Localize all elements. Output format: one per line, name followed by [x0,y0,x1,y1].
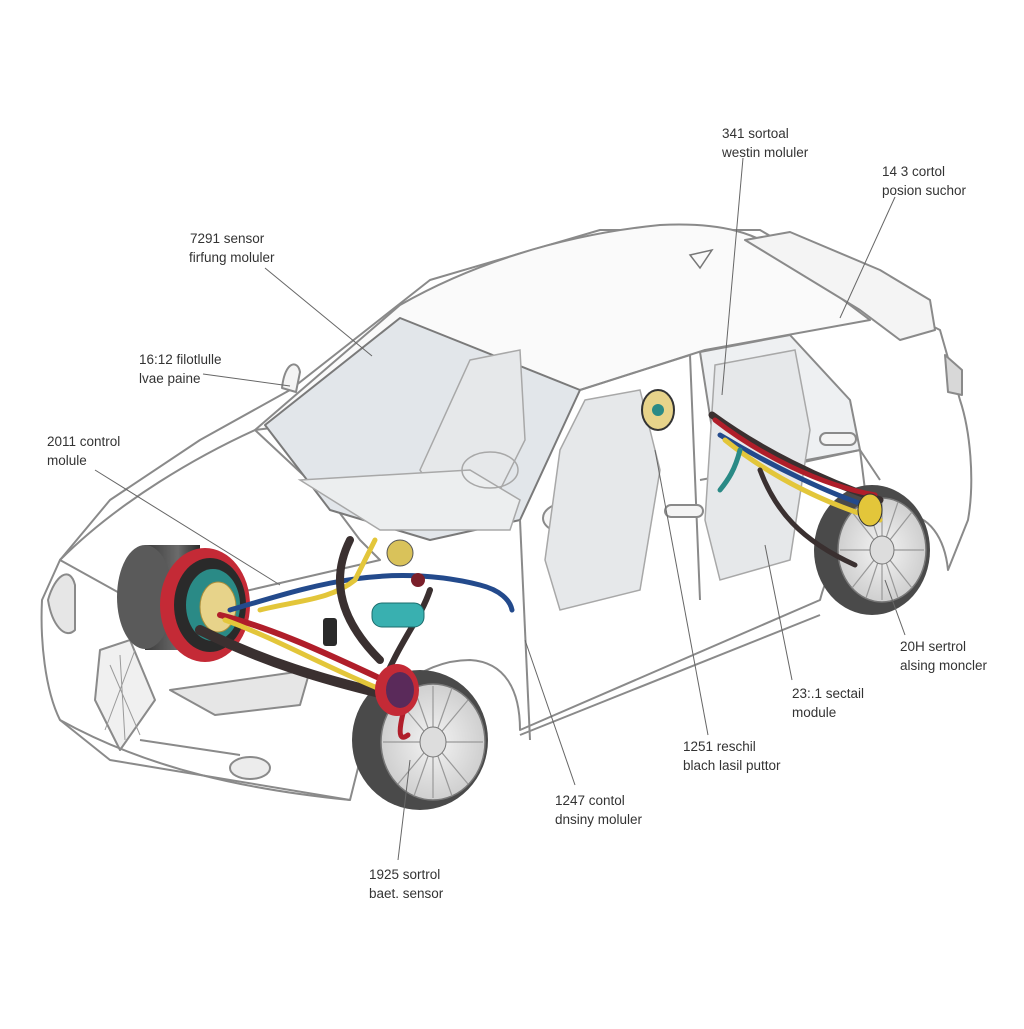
label-line: firfung moluler [189,250,275,265]
trunk [744,231,936,341]
label-line: 16:12 filotlulle [139,352,222,367]
label-1251-reschil: 1251 reschil blach lasil puttor [683,737,781,775]
label-line: 2011 control [47,434,121,449]
label-7291-sensor: 7291 sensor firfung moluler [189,229,275,267]
label-1925-sortrol: 1925 sortrol baet. sensor [369,865,443,903]
label-line: blach lasil puttor [683,758,781,773]
label-line: 23:.1 sectail [792,686,865,701]
label-20h-sertrol: 20H sertrol alsing moncler [900,637,987,675]
grille [94,639,156,751]
wire-yellow-up [257,537,378,613]
wire-black-loop [336,536,384,664]
label-2011-control: 2011 control molule [47,432,120,470]
label-line: molule [47,453,87,468]
label-line: dnsiny moluler [555,812,643,827]
label-line: 20H sertrol [900,639,967,654]
label-line: posion suchor [882,183,967,198]
rear-wheel [814,485,930,615]
headlight-right [169,669,311,716]
label-143-cortol: 14 3 cortol posion suchor [882,162,966,200]
wire-rear-black2 [757,467,858,568]
label-231-sectail: 23:.1 sectail module [792,684,864,722]
wire-rear-teal [717,447,743,493]
label-line: module [792,705,837,720]
wire-rear-red [712,417,878,498]
label-341-sortoal: 341 sortoal westin moluler [722,124,808,162]
black-actuator [323,618,337,646]
steering-wheel [461,451,519,489]
label-line: westin moluler [722,145,809,160]
label-line: baet. sensor [369,886,444,901]
label-line: 1247 contol [555,793,625,808]
leader-lines [94,157,906,861]
dashboard [297,469,521,531]
label-line: 341 sortoal [722,126,789,141]
label-line: 1925 sortrol [369,867,441,882]
pump-unit [386,539,414,567]
teal-canister [371,602,425,628]
label-line: 1251 reschil [683,739,756,754]
label-line: alsing moncler [900,658,988,673]
label-line: 14 3 cortol [882,164,946,179]
label-line: lvae paine [139,371,201,386]
fog-light [229,756,271,780]
label-1247-contol: 1247 contol dnsiny moluler [555,791,642,829]
label-1612-filotlulle: 16:12 filotlulle lvae paine [139,350,222,388]
headlight-left [47,573,76,635]
components [323,248,883,716]
label-line: 7291 sensor [190,231,265,246]
interior [297,349,811,611]
